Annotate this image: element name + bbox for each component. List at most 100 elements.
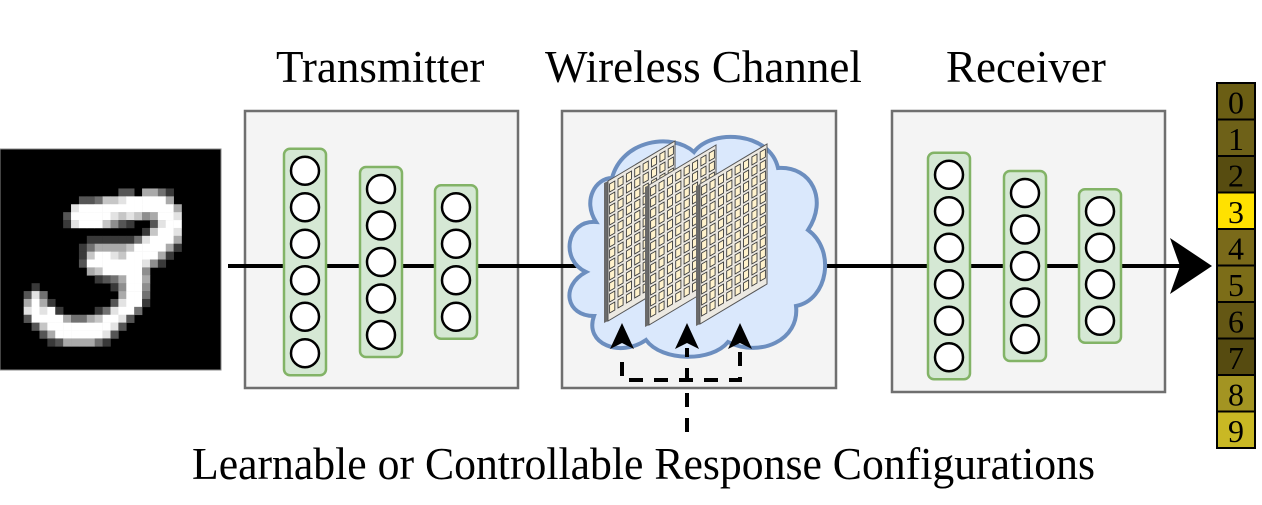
configuration-control-lines xyxy=(610,323,752,432)
surface-element xyxy=(650,206,657,219)
input-pixel xyxy=(149,227,159,237)
surface-element xyxy=(634,242,641,255)
input-pixel xyxy=(94,212,103,221)
input-pixel xyxy=(157,235,167,245)
surface-element xyxy=(634,220,641,233)
surface-element xyxy=(726,168,733,181)
surface-element xyxy=(717,228,724,241)
surface-element xyxy=(650,250,657,263)
surface-element xyxy=(625,247,632,260)
input-pixel xyxy=(157,204,167,213)
input-pixel xyxy=(110,314,119,323)
input-pixel xyxy=(94,306,103,316)
input-pixel xyxy=(102,267,111,276)
neuron-node xyxy=(289,265,321,296)
surface-element xyxy=(751,263,758,276)
input-pixel xyxy=(78,314,88,323)
input-pixel xyxy=(165,212,174,221)
surface-element xyxy=(759,225,766,238)
surface-element xyxy=(743,191,750,204)
input-pixel xyxy=(94,259,103,268)
surface-element xyxy=(751,252,758,265)
surface-element xyxy=(709,200,716,213)
input-pixel xyxy=(102,243,111,252)
input-pixel xyxy=(126,243,135,252)
surface-element xyxy=(609,213,616,226)
surface-element xyxy=(666,196,673,209)
input-pixel xyxy=(31,314,40,323)
input-pixel xyxy=(78,204,88,213)
surface-element xyxy=(666,185,673,198)
input-pixel xyxy=(134,243,143,252)
input-pixel xyxy=(94,204,103,213)
surface-element xyxy=(617,230,624,243)
input-pixel xyxy=(126,204,135,213)
input-pixel xyxy=(126,306,135,316)
input-pixel xyxy=(23,314,32,323)
input-pixel xyxy=(47,298,56,308)
surface-element xyxy=(726,289,733,302)
surface-element xyxy=(717,217,724,230)
input-pixel xyxy=(102,322,111,331)
surface-element xyxy=(683,285,690,298)
neuron-node xyxy=(1084,269,1116,300)
surface-element xyxy=(625,192,632,205)
surface-element xyxy=(759,192,766,205)
output-class-label: 6 xyxy=(1228,304,1244,340)
input-pixel xyxy=(142,251,151,260)
input-pixel xyxy=(165,204,174,213)
surface-element xyxy=(634,286,641,299)
output-class-cell xyxy=(1216,82,1256,121)
input-pixel xyxy=(94,235,103,245)
surface-element xyxy=(701,271,708,284)
layer-container xyxy=(1077,188,1123,344)
input-pixel xyxy=(134,267,143,276)
surface-element xyxy=(709,189,716,202)
input-pixel xyxy=(31,291,40,300)
surface-element xyxy=(658,212,665,225)
input-pixel xyxy=(126,188,135,197)
input-pixel xyxy=(31,298,40,308)
surface-element xyxy=(759,148,766,161)
surface-element xyxy=(617,252,624,265)
input-pixel xyxy=(134,212,143,221)
surface-element xyxy=(726,201,733,214)
surface-element xyxy=(743,213,750,226)
input-pixel xyxy=(149,212,159,221)
output-class-label: 9 xyxy=(1228,413,1244,449)
input-pixel xyxy=(78,196,88,205)
input-pixel xyxy=(118,322,127,331)
input-pixel xyxy=(78,243,88,252)
surface-element xyxy=(659,150,666,163)
surface-element xyxy=(609,180,616,193)
surface-element xyxy=(658,289,665,302)
input-pixel xyxy=(39,298,48,308)
neuron-node xyxy=(1084,305,1116,336)
input-pixel xyxy=(39,322,48,331)
surface-element xyxy=(675,268,682,281)
surface-element xyxy=(651,166,658,179)
surface-element xyxy=(701,227,708,240)
neuron-node xyxy=(933,305,965,336)
surface-element xyxy=(683,241,690,254)
surface-element xyxy=(759,170,766,183)
input-pixel xyxy=(39,291,48,300)
surface-element xyxy=(609,301,616,314)
surface-element xyxy=(658,245,665,258)
surface-element xyxy=(609,257,616,270)
surface-element xyxy=(726,179,733,192)
surface-element xyxy=(617,241,624,254)
output-class-cell xyxy=(1216,118,1256,157)
input-pixel xyxy=(86,267,96,276)
surface-element xyxy=(743,279,750,292)
input-pixel xyxy=(94,220,103,229)
surface-element xyxy=(717,250,724,263)
input-pixel xyxy=(94,330,103,339)
neuron-node xyxy=(933,232,965,263)
input-pixel xyxy=(157,227,167,237)
input-pixel xyxy=(142,283,151,292)
surface-element xyxy=(726,190,733,203)
input-pixel xyxy=(47,338,56,347)
surface-element xyxy=(658,223,665,236)
